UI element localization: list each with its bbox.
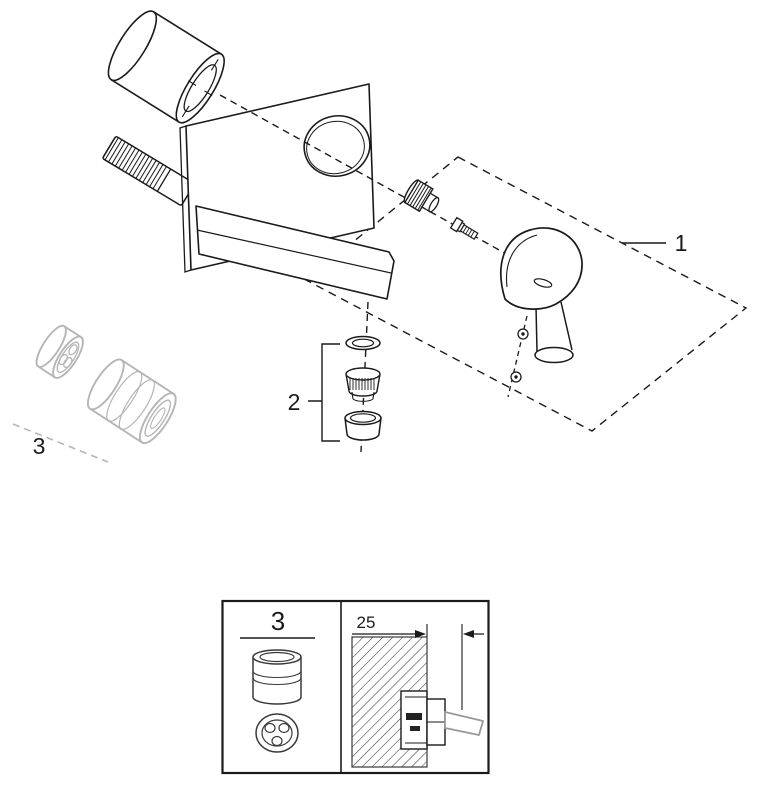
main-axis-line [219,94,529,267]
plate-hole [303,115,371,177]
handle-blade [500,227,583,310]
part-2-callout: 2 [288,389,301,415]
dimension-extension-lines [426,624,463,710]
trim-lever [444,711,484,736]
part-2-bracket [308,343,340,442]
escutcheon-sleeve [107,10,225,124]
centerline-ticks [181,59,219,118]
handle-base [536,302,572,352]
part-3-connector-large [86,358,177,445]
handle-screw-2 [510,371,522,383]
part-3-assembly: 3 [12,324,177,463]
trim-escutcheon [426,698,446,746]
detail-panel: 3 [221,599,490,775]
detail-adapter-face [255,713,299,753]
detail-adapter-cylinder [252,649,302,705]
part-1-callout: 1 [675,230,688,256]
dimension-arrow-right [463,630,474,638]
lever-handle [500,227,583,364]
detail-part-label: 3 [271,606,285,636]
exploded-view: 2 1 [12,10,748,463]
part-3-callout: 3 [33,433,46,459]
part-3-connector-small [35,324,84,379]
dimension-line [352,630,484,638]
aerator-shell [344,410,382,441]
handle-slot [533,278,553,288]
handle-screw-axis-line [507,315,528,398]
part-3-leader [12,423,109,463]
fixing-screw [449,216,479,241]
group-1-outline [304,156,748,432]
aerator-insert [345,367,381,402]
handle-screw-1 [517,328,529,340]
recessed-body [400,690,428,750]
aerator-washer [345,335,381,351]
knurled-adapter [403,179,440,213]
dimension-arrow-left [415,630,426,638]
depth-dimension-label: 25 [357,613,376,632]
spout [195,205,395,300]
